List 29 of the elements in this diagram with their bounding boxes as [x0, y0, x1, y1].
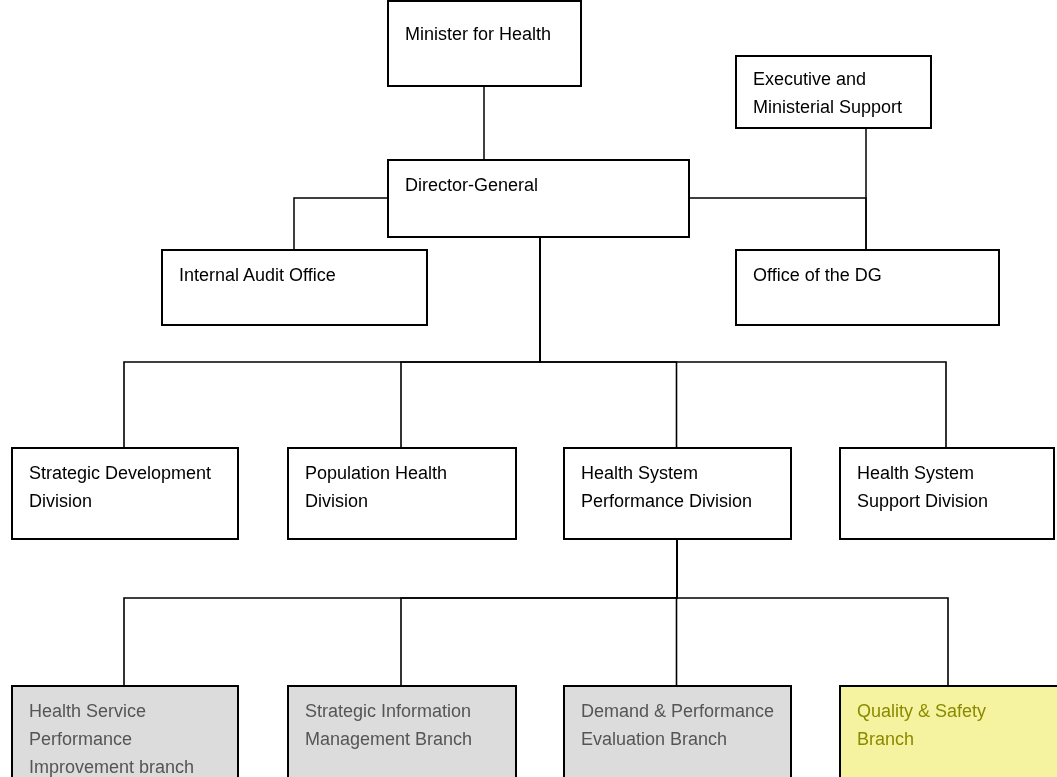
connector-line — [689, 197, 867, 250]
org-unit-box — [387, 0, 582, 87]
org-unit-box — [11, 447, 239, 540]
org-unit-box — [839, 447, 1055, 540]
org-unit-box — [735, 249, 1000, 326]
unit-name: Executive and Ministerial Support — [753, 68, 904, 119]
unit-name: Health System Support Division — [857, 462, 990, 513]
org-unit-box — [287, 685, 517, 777]
unit-name: Health Service Performance Improvement branch — [29, 700, 196, 777]
unit-name: Internal Audit Office — [179, 264, 337, 287]
unit-name: Office of the DG — [753, 264, 883, 287]
unit-name: Population Health Division — [305, 462, 449, 513]
org-unit-box — [839, 685, 1057, 777]
connector-line — [293, 197, 388, 250]
org-unit-box — [563, 685, 792, 777]
org-unit-box — [387, 159, 690, 238]
org-unit-box — [735, 55, 932, 129]
org-unit-box — [161, 249, 428, 326]
org-unit-box — [563, 447, 792, 540]
org-unit-box — [287, 447, 517, 540]
unit-name: Health System Performance Division — [581, 462, 754, 513]
unit-name: Quality & Safety Branch — [857, 700, 988, 751]
unit-name: Minister for Health — [405, 23, 553, 46]
unit-name: Demand & Performance Evaluation Branch — [581, 700, 776, 751]
unit-name: Director-General — [405, 174, 540, 197]
unit-name: Strategic Development Division — [29, 462, 213, 513]
unit-name: Strategic Information Management Branch — [305, 700, 474, 751]
connector-line — [483, 86, 485, 160]
org-unit-box — [11, 685, 239, 777]
